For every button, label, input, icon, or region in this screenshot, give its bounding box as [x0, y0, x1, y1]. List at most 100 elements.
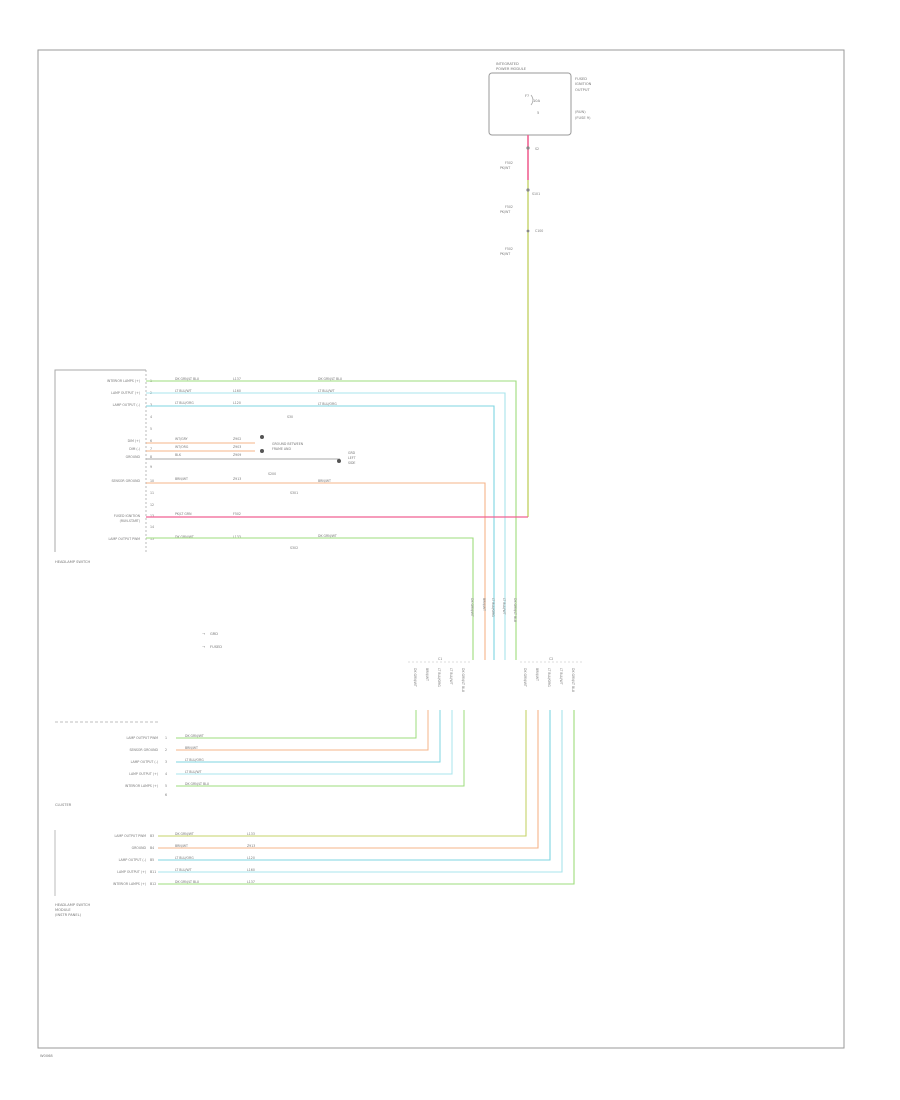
upper-pin-label: GROUND [126, 455, 141, 459]
bottom-wire-ground [158, 710, 539, 849]
upper-right-wire-label: LT BLU/ORG [318, 402, 337, 406]
upper-pin-code: Z913 [233, 477, 241, 481]
upper-pin-label: SENSOR GROUND [111, 479, 140, 483]
bottom-pin-color: BRN/WT [175, 844, 188, 848]
ground-box-1: GROUND BETWEEN [272, 442, 304, 446]
bottom-pin-number: B12 [150, 882, 156, 886]
upper-module: HEADLAMP SWITCH [54, 369, 147, 564]
cluster-pin-color: DK GRN/WT [185, 734, 204, 738]
upper-pin-color: DK GRN/WT [175, 535, 194, 539]
bundle-labels: DK GRN/WT BRN/WT LT BLU/ORG LT BLU/WT DK GRN… [413, 598, 575, 693]
upper-pin-color: BLK [175, 453, 182, 457]
bottom-pin-label: LAMP OUTPUT (-) [119, 858, 146, 862]
ground-note-1: GRD [348, 451, 356, 455]
bottom-wire-lamp-plus [158, 710, 563, 873]
splice-wire-1: F502 [505, 161, 513, 165]
upper-pin-color: DK GRN/LT BLU [175, 377, 200, 381]
bottom-wire-pwm [158, 710, 527, 837]
upper-pin-label: FUSED IGNITION [114, 514, 141, 518]
upper-pin-label: DIM (-) [129, 447, 140, 451]
splice-sub-2: PK/WT [500, 210, 510, 214]
cluster-pin-number: 3 [165, 760, 167, 764]
fuse-box-inner-3: 5 [537, 111, 539, 115]
fuse-box-outline [488, 72, 572, 136]
upper-pin-code: Z903 [233, 445, 241, 449]
ground-note-3: SIDE [348, 461, 355, 465]
fuse-box-header-1: INTEGRATED [496, 62, 519, 66]
upper-right-wire-label: DK GRN/LT BLU [318, 377, 343, 381]
splice-sub-1: PK/WT [500, 166, 510, 170]
upper-pin-color: PK/LT GRN [175, 512, 192, 516]
legend: → GRD → FUSED [202, 632, 222, 649]
footer-code: W0068 [40, 1054, 53, 1058]
bottom-pin-color: LT BLU/WT [175, 868, 192, 872]
upper-pin-label: LAMP OUTPUT (-) [113, 403, 140, 407]
dim-plus-dot [260, 435, 264, 439]
connector-c1: C1 [438, 657, 442, 661]
bundle-label-top: DK GRN/LT BLU [513, 598, 517, 623]
upper-right-wire-label: LT BLU/WT [318, 389, 335, 393]
bundle-label-top: BRN/WT [482, 598, 486, 611]
cluster-pin-number: 6 [165, 793, 167, 797]
cluster-pin-label: LAMP OUTPUT (+) [129, 772, 158, 776]
cluster-wire-lamp-plus [176, 710, 453, 775]
upper-module-name: HEADLAMP SWITCH [55, 560, 91, 564]
bottom-pin-code: L160 [247, 868, 255, 872]
bottom-pin-code: L133 [247, 832, 255, 836]
bundle-label-c2: DK GRN/WT [523, 668, 527, 687]
bundle-label-top: DK GRN/WT [470, 598, 474, 617]
upper-pin-label: INTERIOR LAMPS (+) [107, 379, 140, 383]
upper-pin-number: 9 [150, 465, 152, 469]
upper-pin-code: L133 [233, 535, 241, 539]
bottom-pin-color: DK GRN/WT [175, 832, 194, 836]
bundle-label-c2: LT BLU/ORG [547, 668, 551, 687]
bottom-pin-number: B3 [150, 834, 154, 838]
bundle-label-c2: DK GRN/LT BLU [571, 668, 575, 693]
low-splice-dot [526, 229, 530, 233]
mid-right-wire-label: DK GRN/WT [318, 534, 337, 538]
upper-pin-color: WT/ORG [175, 445, 189, 449]
splice-wire-2: F502 [505, 205, 513, 209]
bundle-label-top: LT BLU/WT [502, 598, 506, 615]
cluster-pin-color: DK GRN/LT BLU [185, 782, 210, 786]
cluster-pin-color: LT BLU/ORG [185, 758, 204, 762]
bundle-label-c1: LT BLU/WT [449, 668, 453, 685]
ground-dot [337, 459, 341, 463]
upper-pin-color: WT/GRY [175, 437, 188, 441]
top-label-s2: S2 [535, 147, 539, 151]
bottom-wire-interior [158, 710, 575, 885]
connector-c2: C2 [549, 657, 553, 661]
upper-module-bracket [54, 369, 146, 552]
upper-pin-color: LT BLU/WT [175, 389, 192, 393]
fuse-box-inner-1: F? [525, 94, 529, 98]
fuse-side-3: OUTPUT [575, 88, 590, 92]
dim-minus-dot [260, 449, 264, 453]
splice-wire-3: F502 [505, 247, 513, 251]
mid-right-wire-label: BRN/WT [318, 479, 331, 483]
upper-pin-number: 11 [150, 491, 154, 495]
upper-pin-label: DIM (+) [128, 439, 140, 443]
upper-pin-code: Z909 [233, 453, 241, 457]
upper-pin-color: BRN/WT [175, 477, 188, 481]
bottom-pin-color: LT BLU/ORG [175, 856, 194, 860]
bottom-wires [158, 710, 575, 885]
wire-lamp-minus [146, 405, 495, 660]
cluster-wire-lamp-minus [176, 710, 441, 763]
bottom-pin-label: LAMP OUTPUT (+) [117, 870, 146, 874]
wire-sensor-ground [146, 482, 486, 660]
bundle-label-c1: DK GRN/LT BLU [461, 668, 465, 693]
ground-box-2: FRAME AND [272, 447, 291, 451]
bundle-label-top: LT BLU/ORG [491, 598, 495, 617]
cluster-module-name: CLUSTER [55, 803, 72, 807]
cluster-pin-label: LAMP OUTPUT PWM [126, 736, 158, 740]
fuse-side-1: FUSED [575, 77, 587, 81]
bottom-pin-number: B4 [150, 846, 154, 850]
cluster-wire-interior [176, 710, 465, 787]
mid-code-3: S301 [290, 491, 298, 495]
bottom-module-name-3: (INSTR PANEL) [55, 913, 82, 917]
ground-note-2: LEFT [348, 456, 356, 460]
fuse-box-header-2: POWER MODULE [496, 67, 527, 71]
cluster-pin-number: 5 [165, 784, 167, 788]
